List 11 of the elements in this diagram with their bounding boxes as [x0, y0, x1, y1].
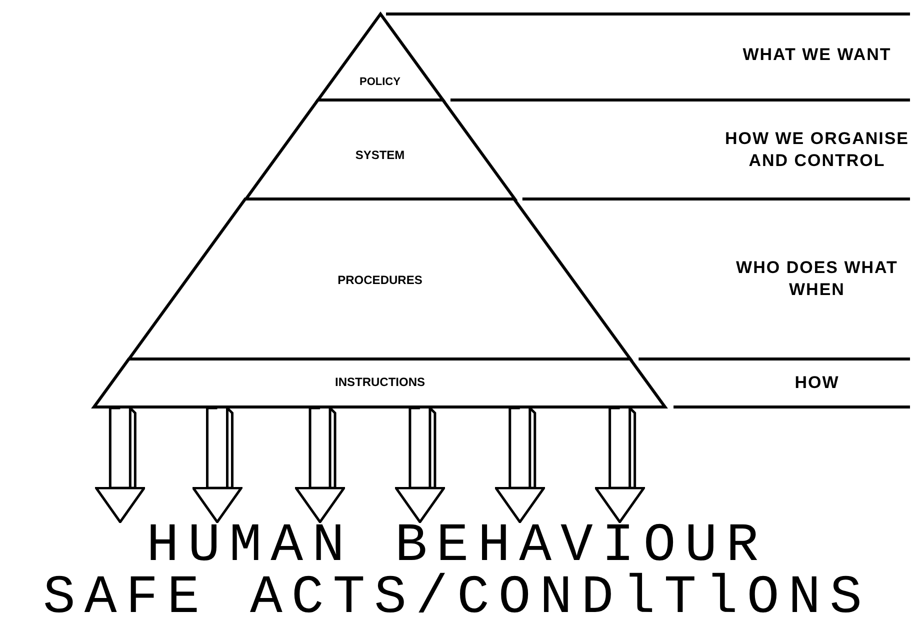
subheading-text: SAFE ACTS/CONDlTlONS [42, 574, 872, 624]
level-description: HOW WE ORGANISE AND CONTROL [724, 128, 910, 172]
heading-text: HUMAN BEHAVIOUR [146, 522, 768, 572]
level-description: WHAT WE WANT [742, 44, 892, 66]
tier-label: SYSTEM [354, 148, 406, 162]
pyramid-tier [94, 359, 666, 407]
tier-label: PROCEDURES [336, 273, 424, 287]
tier-label: POLICY [358, 76, 402, 88]
level-description: WHO DOES WHAT WHEN [735, 257, 899, 301]
level-description: HOW [794, 372, 840, 394]
tier-label: INSTRUCTIONS [334, 375, 426, 389]
